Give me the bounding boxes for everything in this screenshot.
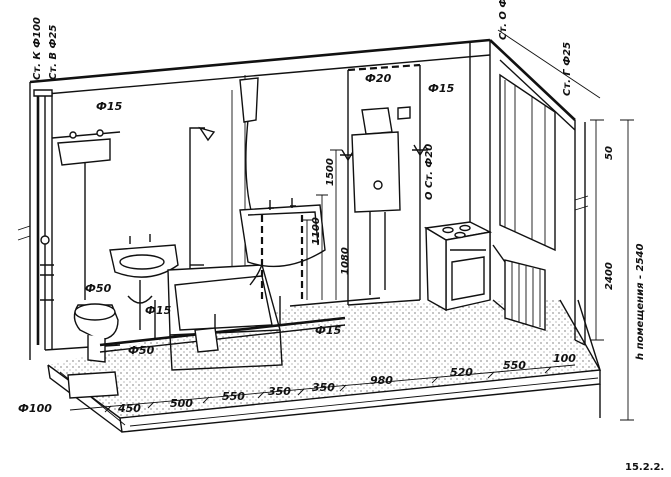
riser-label-right-a: Ст. О Ф20 [498,0,509,40]
riser-label-left-b: Ст. В Ф25 [48,25,59,80]
pipe-label-p4: Ф50 [85,282,112,295]
radiator [492,244,546,331]
left-risers: Ст. К Ф100 Ст. В Ф25 [32,17,121,351]
floor-dim-1: 450 [117,402,141,415]
water-supply-line: Ф20 Ф15 Ф15 О Ст. Ф20 [289,63,455,337]
floor-dim-3: 550 [222,390,245,403]
floor-dim-6: 980 [370,374,393,387]
pipe-label-p6: Ф50 [128,344,155,357]
floor-dim-9: 100 [553,352,576,365]
floor-dim-5: 350 [312,381,335,394]
back-wall [17,38,491,360]
gas-stove [423,221,493,312]
figure-number: 15.2.2. [625,462,664,473]
height-1500: 1500 [325,158,336,186]
heater-riser-label: О Ст. Ф20 [424,144,435,200]
pipe-label-p1: Ф15 [96,100,123,113]
pipe-label-p2: Ф20 [365,72,392,85]
floor-dim-7: 520 [450,366,473,379]
height-50: 50 [604,146,615,160]
floor-dim-8: 550 [503,359,526,372]
pipe-label-p8: Ф100 [18,402,52,415]
height-2400: 2400 [604,262,615,290]
pipe-label-p3: Ф15 [428,82,455,95]
height-1080: 1080 [340,247,351,275]
shower [189,126,216,300]
water-heater [351,106,411,295]
riser-label-right-b: Ст. Г Ф25 [562,42,573,96]
pipe-label-p5: Ф15 [145,304,172,317]
pipe-label-p7: Ф15 [315,324,342,337]
floor-dim-2: 500 [170,397,193,410]
drain-pipe: Ф15 Ф50 [99,296,346,357]
height-dimensions: 1500 1100 1080 2400 50 h помещения - 254… [301,119,646,421]
room-height: h помещения - 2540 [635,244,646,360]
washbasin [109,234,179,330]
toilet: Ф15 Ф50 [51,100,123,399]
floor-dim-4: 350 [268,385,291,398]
floor-dimension-chain: 450 500 550 350 350 980 520 550 100 Ф100 [18,352,576,415]
right-risers: Ст. О Ф20 Ст. Г Ф25 [497,0,601,99]
riser-label-left-a: Ст. К Ф100 [32,17,43,80]
height-1100: 1100 [311,217,322,245]
right-wall [489,39,589,346]
